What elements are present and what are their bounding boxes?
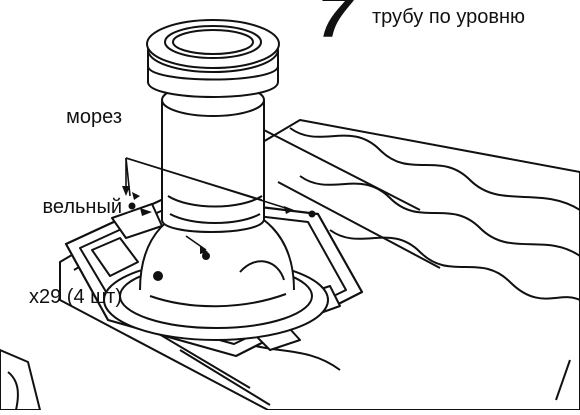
vent-pipe — [146, 19, 280, 233]
callout-line-2: вельный — [42, 196, 122, 218]
step-number: 7 — [318, 0, 353, 51]
screw-callout: морез вельный x29 (4 шт) — [0, 42, 122, 372]
screw-2 — [202, 252, 210, 260]
screw-1 — [153, 271, 163, 281]
screw-markers — [128, 202, 316, 281]
screw-3 — [128, 202, 136, 210]
screw-4 — [308, 210, 316, 218]
callout-line-1: морез — [66, 106, 122, 128]
callout-leaders — [122, 157, 294, 254]
callout-line-3: x29 (4 шт) — [28, 286, 122, 308]
step-instruction: трубу по уровню — [372, 6, 526, 28]
